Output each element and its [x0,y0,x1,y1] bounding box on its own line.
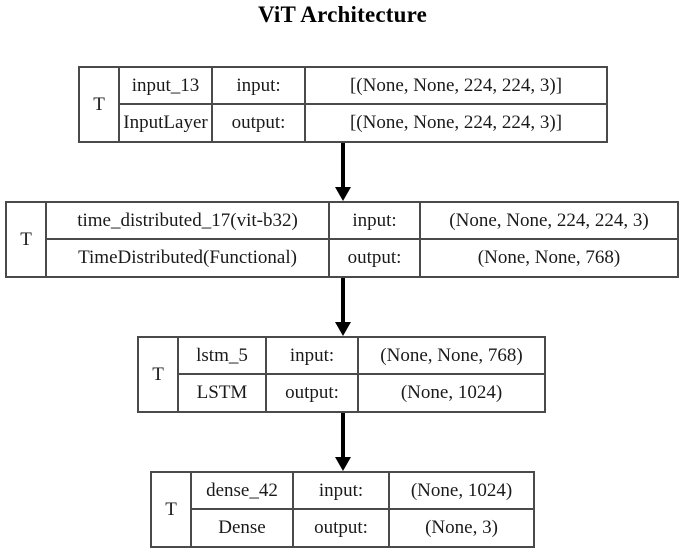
node-input-label: input: [330,203,419,240]
node-layer-type: TimeDistributed(Functional) [78,247,297,269]
node-layer-name: dense_42 [192,473,292,510]
layer-node-time-distributed-17[interactable]: T time_distributed_17(vit-b32) TimeDistr… [5,201,679,278]
node-name-column: input_13 InputLayer [120,68,213,141]
node-input-shape: (None, None, 224, 224, 3) [421,203,677,240]
node-name-column: time_distributed_17(vit-b32) TimeDistrib… [47,203,330,276]
node-input-label: input: [294,473,388,510]
node-layer-type: LSTM [196,382,248,404]
node-output-shape: (None, 1024) [400,382,503,404]
node-output-label: output: [285,382,339,404]
node-output-label: output: [231,112,286,134]
node-layer-name: lstm_5 [179,338,265,375]
node-shape-column: (None, 1024) (None, 3) [390,473,533,546]
arrow-timedistributed-to-lstm [335,278,351,336]
node-input-shape: [(None, None, 224, 224, 3)] [306,68,606,105]
node-input-shape: (None, 1024) [390,473,533,510]
node-tag: T [139,338,179,411]
node-input-label: input: [267,338,357,375]
node-layer-type: Dense [218,517,266,539]
node-tag: T [7,203,47,276]
node-layer-type: InputLayer [123,112,208,134]
node-shape-column: [(None, None, 224, 224, 3)] [(None, None… [306,68,606,141]
node-io-column: input: output: [213,68,306,141]
node-layer-name: time_distributed_17(vit-b32) [47,203,328,240]
node-name-column: lstm_5 LSTM [179,338,267,411]
layer-node-lstm-5[interactable]: T lstm_5 LSTM input: output: (None, None… [137,336,546,413]
node-io-column: input: output: [294,473,390,546]
node-output-shape: (None, None, 768) [477,247,621,269]
node-output-label: output: [314,517,368,539]
node-layer-name: input_13 [120,68,211,105]
layer-node-input-13[interactable]: T input_13 InputLayer input: output: [(N… [78,66,608,143]
node-tag: T [152,473,192,546]
layer-node-dense-42[interactable]: T dense_42 Dense input: output: (None, 1… [150,471,535,548]
node-shape-column: (None, None, 768) (None, 1024) [359,338,544,411]
node-name-column: dense_42 Dense [192,473,294,546]
node-shape-column: (None, None, 224, 224, 3) (None, None, 7… [421,203,677,276]
node-input-label: input: [213,68,304,105]
node-output-label: output: [347,247,402,269]
node-io-column: input: output: [330,203,421,276]
node-input-shape: (None, None, 768) [359,338,544,375]
node-tag: T [80,68,120,141]
node-output-shape: (None, 3) [425,517,498,539]
arrow-lstm-to-dense [335,413,351,471]
arrow-input13-to-timedistributed [335,143,351,201]
page-title: ViT Architecture [257,2,428,27]
node-io-column: input: output: [267,338,359,411]
node-output-shape: [(None, None, 224, 224, 3)] [349,112,563,134]
